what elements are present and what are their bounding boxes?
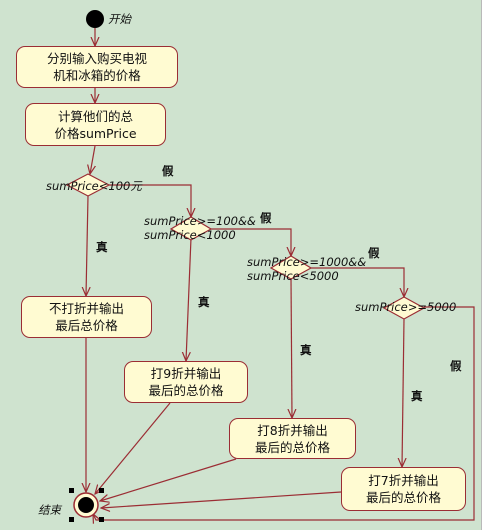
- selection-handle[interactable]: [99, 517, 104, 522]
- edge-d9-end: [95, 402, 171, 494]
- start-label: 开始: [108, 12, 131, 26]
- branch-true-2: 真: [198, 295, 210, 309]
- action-discount-7: 打7折并输出 最后的总价格: [341, 467, 466, 511]
- edge-decision1-false: [109, 184, 191, 217]
- action-no-discount: 不打折并输出 最后总价格: [21, 296, 152, 338]
- action-discount-9: 打9折并输出 最后的总价格: [124, 361, 248, 403]
- branch-false-1: 假: [162, 164, 174, 178]
- edge-d8-end: [100, 458, 237, 501]
- edge-decision3-true: [291, 277, 292, 418]
- branch-false-2: 假: [260, 211, 272, 225]
- guard-3: sumPrice>=1000&& sumPrice<5000: [247, 255, 367, 283]
- action-discount-8: 打8折并输出 最后的总价格: [229, 418, 356, 459]
- branch-true-3: 真: [300, 343, 312, 357]
- guard-4: sumPrice>=5000: [355, 300, 457, 314]
- decision-2: [169, 216, 213, 241]
- edge-d7-end: [101, 491, 342, 508]
- action-input-prices: 分别输入购买电视 机和冰箱的价格: [16, 46, 178, 88]
- decision-1: [65, 173, 111, 197]
- guard-1: sumPrice<100元: [46, 179, 142, 193]
- start-node: [86, 10, 104, 28]
- end-label: 结束: [38, 503, 61, 517]
- branch-true-4: 真: [411, 389, 423, 403]
- branch-true-1: 真: [96, 240, 108, 254]
- branch-false-4: 假: [450, 359, 462, 373]
- branch-false-3: 假: [368, 246, 380, 260]
- decision-3: [269, 255, 313, 280]
- edge-decision3-false: [311, 267, 404, 297]
- edge-decision4-true: [402, 318, 404, 467]
- action-compute-sum: 计算他们的总 价格sumPrice: [25, 103, 166, 146]
- edge-decision2-false: [211, 228, 291, 256]
- end-node: [73, 492, 99, 518]
- decision-4: [382, 296, 426, 320]
- window-right-border: [481, 0, 488, 530]
- edge-decision1-true: [86, 195, 88, 296]
- edge-decision4-false: [93, 306, 475, 520]
- selection-handle[interactable]: [69, 517, 74, 522]
- selection-handle[interactable]: [99, 488, 104, 493]
- guard-2: sumPrice>=100&& sumPrice<1000: [144, 214, 256, 242]
- edge-decision2-true: [186, 237, 192, 361]
- selection-handle[interactable]: [69, 488, 74, 493]
- edge-sum-decision1: [90, 145, 95, 174]
